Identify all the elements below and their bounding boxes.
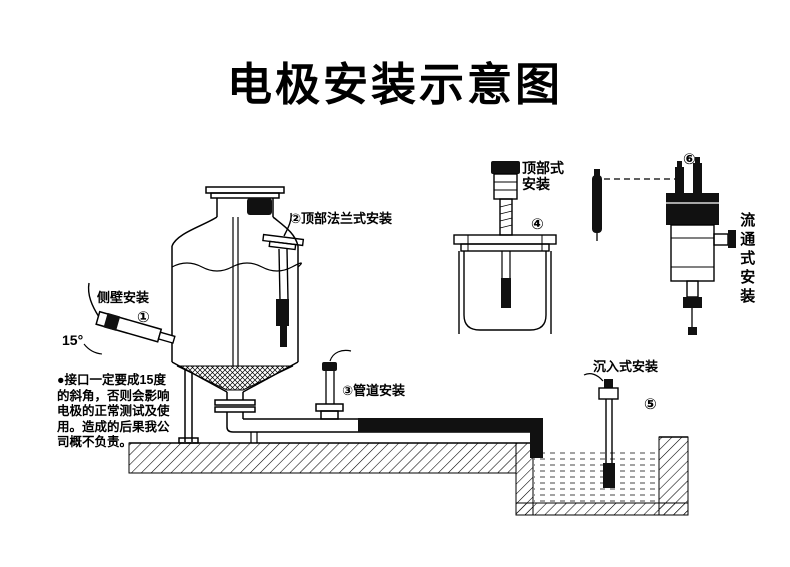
pipe-elbow-down — [530, 426, 543, 458]
note-text: ●接口一定要成15度 的斜角，否则会影响 电极的正常测试及使 用。造成的后果我公… — [57, 373, 189, 451]
electrode-cable — [283, 212, 292, 237]
note-line: 司概不负责。 — [57, 435, 133, 449]
spare-electrode — [592, 169, 676, 241]
electrode-cable — [87, 282, 100, 318]
label-angle-15: 15° — [62, 332, 84, 348]
submersion-electrode — [583, 373, 619, 488]
tank-cap — [247, 198, 272, 215]
note-line: ●接口一定要成15度 — [57, 373, 166, 387]
label-side-wall: 侧壁安装 — [97, 290, 150, 305]
water-surface — [534, 448, 659, 503]
label-top-flange-text: 顶部法兰式安装 — [301, 211, 393, 226]
pipeline-run — [226, 349, 543, 458]
label-top-mount-line2: 安装 — [522, 176, 550, 193]
side-wall-electrode — [83, 282, 176, 355]
note-line: 用。造成的后果我公 — [57, 419, 170, 434]
liquid-level-wave — [171, 262, 302, 272]
cell-head-block — [666, 193, 719, 225]
label-pipeline-text: 管道安装 — [353, 383, 406, 398]
num-pipeline: ③ — [342, 383, 354, 398]
page-title: 电极安装示意图 — [226, 59, 563, 110]
tank-cone-hatch — [176, 365, 294, 391]
ground-hatching — [128, 436, 689, 516]
cell-side-port — [713, 233, 729, 246]
flow-through-cell — [666, 157, 736, 335]
label-submersion: 沉入式安装 — [593, 359, 659, 374]
angle-arc — [83, 343, 103, 355]
note-line: 电极的正常测试及使 — [57, 404, 170, 418]
num-side-wall: ① — [137, 309, 150, 326]
num-top-flange: ② — [290, 211, 302, 226]
electrode-head-cap — [491, 161, 520, 174]
top-flange-electrode — [262, 212, 305, 347]
num-top-mount: ④ — [531, 216, 544, 233]
note-line: 的斜角，否则会影响 — [57, 388, 170, 403]
label-flow-through: 流通式安装 — [738, 212, 756, 307]
num-submersion: ⑤ — [644, 396, 657, 413]
label-pipeline: ③管道安装 — [342, 383, 406, 399]
num-flow-through: ⑥ — [683, 151, 696, 168]
dark-pipe-section — [358, 418, 543, 432]
top-mount-vessel — [453, 161, 557, 334]
label-top-mount-line1: 顶部式 — [522, 160, 564, 176]
label-top-flange: ②顶部法兰式安装 — [290, 211, 393, 227]
electrode-cable — [329, 349, 352, 362]
electrode-cable — [583, 373, 604, 382]
label-top-mount: 顶部式 安装 — [522, 160, 564, 192]
